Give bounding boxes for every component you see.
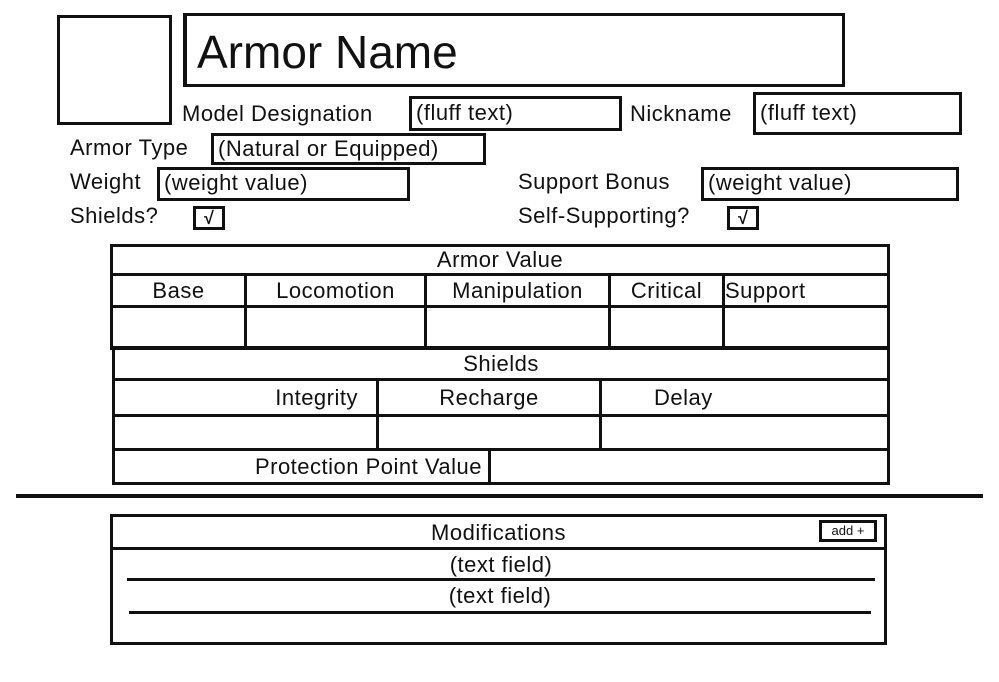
armor-value-locomotion-input[interactable] xyxy=(244,305,427,350)
armor-value-header-support: Support xyxy=(722,273,890,308)
armor-value-title: Armor Value xyxy=(110,244,890,276)
add-modification-button[interactable]: add + xyxy=(819,520,877,542)
armor-image-placeholder[interactable] xyxy=(57,15,172,125)
weight-value: (weight value) xyxy=(164,170,308,195)
armor-value-base-input[interactable] xyxy=(110,305,247,350)
weight-label: Weight xyxy=(70,169,142,194)
shields-checkbox[interactable]: √ xyxy=(193,206,225,230)
nickname-value: (fluff text) xyxy=(760,100,858,125)
shields-header-recharge: Recharge xyxy=(376,378,602,417)
check-icon: √ xyxy=(204,208,214,228)
armor-name-field[interactable]: Armor Name xyxy=(183,13,845,87)
shields-checkbox-label: Shields? xyxy=(70,203,159,228)
shields-header-integrity: Integrity xyxy=(112,378,379,417)
nickname-label: Nickname xyxy=(630,101,732,126)
shields-table: Shields Integrity Recharge Delay Protect… xyxy=(111,346,891,485)
armor-type-label: Armor Type xyxy=(70,135,189,160)
armor-value-critical-input[interactable] xyxy=(608,305,725,350)
protection-point-label: Protection Point Value xyxy=(112,448,491,485)
armor-value-header-critical: Critical xyxy=(608,273,725,308)
armor-type-value: (Natural or Equipped) xyxy=(218,136,439,161)
armor-value-header-manipulation: Manipulation xyxy=(424,273,611,308)
shields-integrity-input[interactable] xyxy=(112,414,379,451)
armor-name-text: Armor Name xyxy=(197,26,458,78)
modifications-title: Modifications xyxy=(431,520,566,545)
modification-text-field-1-value: (text field) xyxy=(449,552,553,577)
armor-value-header-locomotion: Locomotion xyxy=(244,273,427,308)
modifications-panel: Modifications add + (text field) (text f… xyxy=(110,514,887,645)
model-designation-field[interactable]: (fluff text) xyxy=(409,96,622,131)
protection-point-input[interactable] xyxy=(487,448,891,485)
modification-text-field-2[interactable]: (text field) xyxy=(129,582,871,614)
section-divider xyxy=(16,494,983,498)
self-supporting-checkbox-label: Self-Supporting? xyxy=(518,203,690,228)
nickname-field[interactable]: (fluff text) xyxy=(753,92,962,135)
weight-field[interactable]: (weight value) xyxy=(157,167,410,201)
modifications-header-divider xyxy=(113,547,884,550)
model-designation-label: Model Designation xyxy=(182,101,373,126)
shields-title: Shields xyxy=(111,346,891,381)
armor-value-manipulation-input[interactable] xyxy=(424,305,611,350)
shields-delay-input[interactable] xyxy=(598,414,891,451)
support-bonus-value: (weight value) xyxy=(708,170,852,195)
modification-text-field-1[interactable]: (text field) xyxy=(127,551,875,581)
support-bonus-label: Support Bonus xyxy=(518,169,671,194)
check-icon: √ xyxy=(738,208,748,228)
model-designation-value: (fluff text) xyxy=(416,100,514,125)
shields-recharge-input[interactable] xyxy=(376,414,602,451)
shields-header-delay: Delay xyxy=(598,378,891,417)
support-bonus-field[interactable]: (weight value) xyxy=(701,167,959,201)
modification-text-field-2-value: (text field) xyxy=(448,583,552,608)
add-button-label: add + xyxy=(831,523,865,538)
armor-value-header-base: Base xyxy=(110,273,247,308)
armor-value-support-input[interactable] xyxy=(722,305,890,350)
armor-type-field[interactable]: (Natural or Equipped) xyxy=(211,133,486,165)
self-supporting-checkbox[interactable]: √ xyxy=(727,206,759,230)
armor-value-table: Armor Value Base Locomotion Manipulation… xyxy=(110,244,890,350)
